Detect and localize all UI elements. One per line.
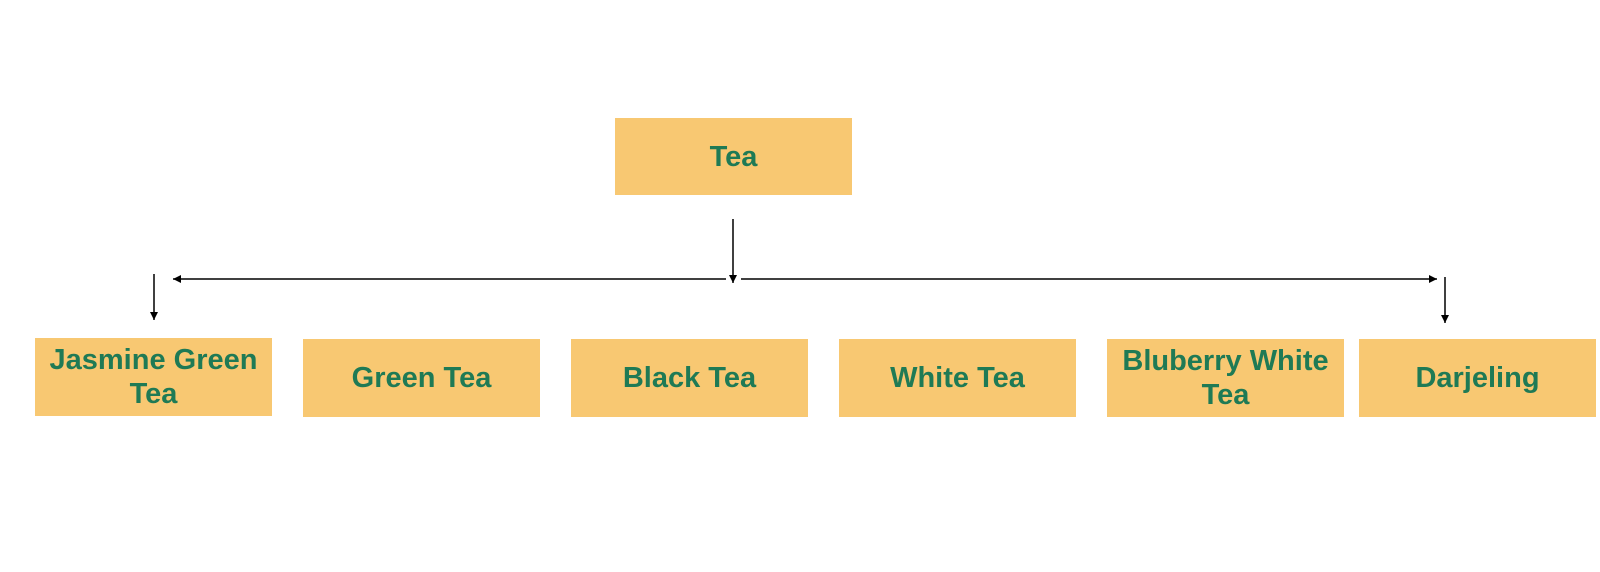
node-bluberry-white-tea: Bluberry White Tea — [1107, 339, 1344, 417]
node-darjeling: Darjeling — [1359, 339, 1596, 417]
node-tea: Tea — [615, 118, 852, 195]
node-green-tea: Green Tea — [303, 339, 540, 417]
node-white-tea: White Tea — [839, 339, 1076, 417]
node-jasmine-green-tea-label: Jasmine Green Tea — [49, 344, 258, 410]
node-tea-label: Tea — [709, 140, 758, 173]
node-green-tea-label: Green Tea — [351, 362, 492, 394]
node-black-tea: Black Tea — [571, 339, 808, 417]
node-darjeling-label: Darjeling — [1415, 362, 1540, 394]
node-black-tea-label: Black Tea — [622, 362, 757, 394]
node-white-tea-label: White Tea — [890, 362, 1025, 394]
node-bluberry-white-tea-label: Bluberry White Tea — [1122, 345, 1329, 411]
node-jasmine-green-tea: Jasmine Green Tea — [35, 338, 272, 416]
